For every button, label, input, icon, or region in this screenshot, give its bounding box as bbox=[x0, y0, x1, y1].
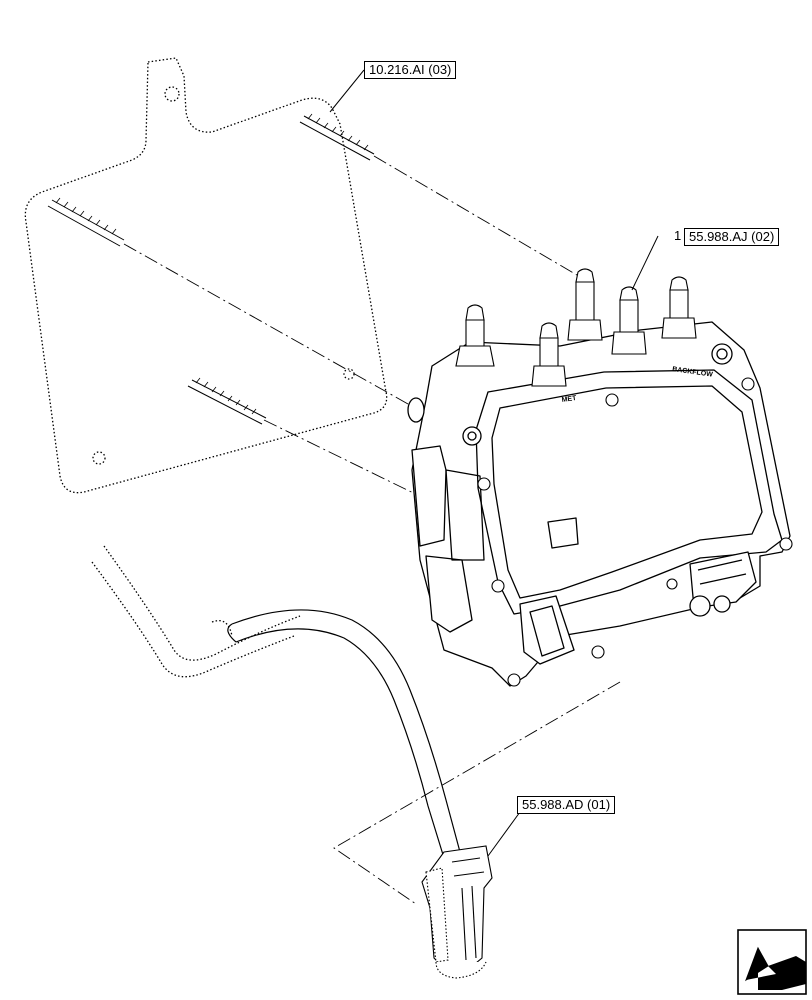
leader-lines bbox=[329, 69, 659, 857]
alignment-lines bbox=[123, 155, 621, 905]
module-bolts bbox=[477, 377, 793, 687]
bracket-studs bbox=[47, 113, 375, 425]
bracket-reference-callout[interactable]: 10.216.AI (03) bbox=[364, 61, 457, 79]
hose-connector bbox=[421, 845, 493, 979]
module-ports bbox=[455, 268, 697, 387]
pump-item-number: 1 bbox=[674, 228, 682, 243]
connector-reference-callout[interactable]: 55.988.AD (01) bbox=[517, 796, 616, 814]
pump-reference-callout[interactable]: 55.988.AJ (02) bbox=[684, 228, 780, 246]
mounting-bracket bbox=[24, 57, 388, 494]
met-marking: MET bbox=[561, 395, 577, 404]
view-direction-arrow-icon bbox=[737, 929, 807, 995]
dosing-module: BACKFLOW MET bbox=[407, 321, 793, 687]
dosing-hose bbox=[227, 609, 461, 859]
supply-hose bbox=[91, 545, 301, 678]
